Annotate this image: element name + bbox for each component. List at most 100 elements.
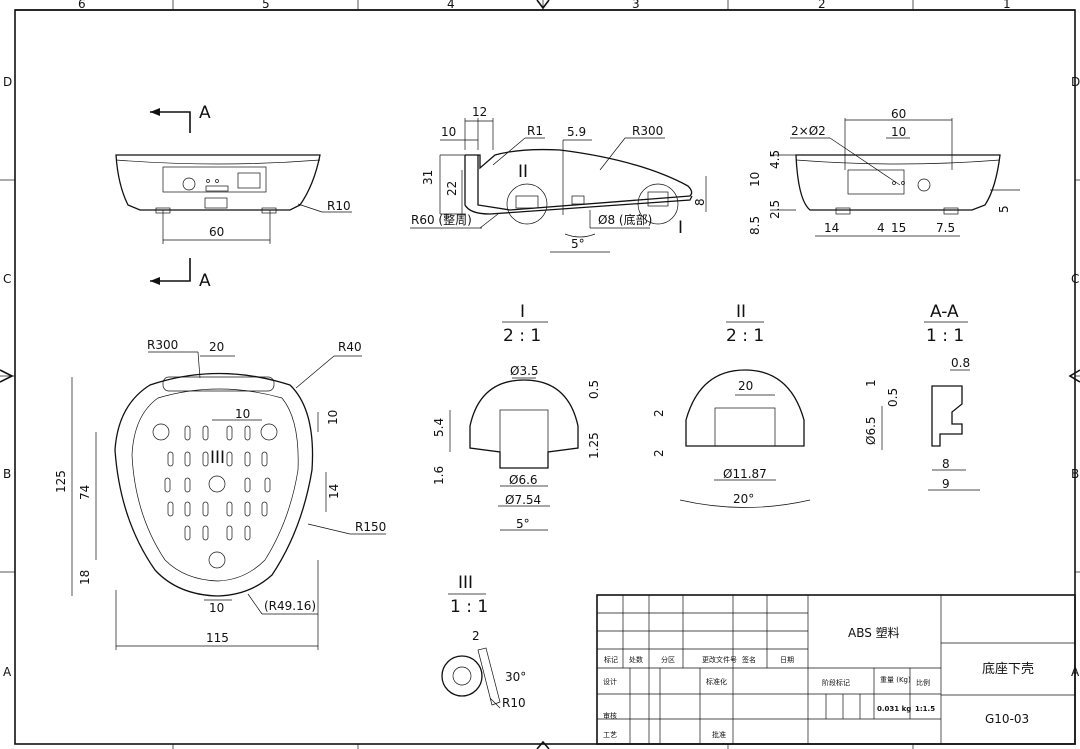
dim-text: 14 xyxy=(327,484,341,499)
scale-value: 1:1.5 xyxy=(915,705,935,713)
plan-view: R300 20 R40 10 10 125 74 III 14 R150 18 … xyxy=(54,338,386,650)
col-label: 2 xyxy=(818,0,826,11)
detail-scale: 2 : 1 xyxy=(726,326,764,346)
dim-text: R40 xyxy=(338,340,362,354)
center-mark-top xyxy=(536,0,550,10)
row-label: D xyxy=(3,75,12,89)
center-mark-bottom xyxy=(536,740,550,749)
plan-outer xyxy=(114,372,314,597)
dim-text: 15 xyxy=(891,221,906,235)
dim-text: 20° xyxy=(733,492,754,506)
tb-header: 处数 xyxy=(629,655,643,664)
col-label: 4 xyxy=(447,0,455,11)
detail-callout: II xyxy=(518,162,528,182)
dim-text: 1.6 xyxy=(432,466,446,485)
col-label: 1 xyxy=(1003,0,1011,11)
dim-text: 8 xyxy=(942,457,950,471)
dim-text: 1 xyxy=(864,379,878,387)
dim-text: 10 xyxy=(891,125,906,139)
dim-text: 2 xyxy=(472,629,480,643)
dim-text: 14 xyxy=(824,221,839,235)
detail-callout: III xyxy=(210,448,225,468)
dim-text: Ø6.5 xyxy=(864,416,878,445)
row-label: B xyxy=(3,467,11,481)
tb-header: 标记 xyxy=(604,655,618,664)
dim-text: 2.5 xyxy=(768,200,782,219)
front-view: A 60 R10 A xyxy=(115,103,352,291)
dim-text: R150 xyxy=(355,520,386,534)
material: ABS 塑料 xyxy=(848,625,900,640)
dim-text: Ø6.6 xyxy=(509,473,538,487)
detail-scale: 2 : 1 xyxy=(503,326,541,346)
dim-text: 125 xyxy=(54,470,68,493)
dim-text: 74 xyxy=(78,485,92,500)
detail-II: II 2 : 1 20 2 2 Ø11.87 20° xyxy=(652,302,811,508)
row-label: C xyxy=(3,272,11,286)
tb-row-label: 工艺 xyxy=(603,731,617,739)
dim-text: 18 xyxy=(78,570,92,585)
dim-text: 20 xyxy=(738,379,753,393)
tb-header: 分区 xyxy=(661,655,675,664)
center-mark-right xyxy=(1068,369,1080,383)
row-label: D xyxy=(1071,75,1080,89)
dim-text: 10 xyxy=(441,125,456,139)
dim-text: 5° xyxy=(516,517,530,531)
tb-header: 签名 xyxy=(742,655,756,664)
side-view: 12 10 R1 5.9 R300 31 22 II R60 (整周) Ø8 (… xyxy=(410,105,707,253)
dim-text: 0.8 xyxy=(951,356,970,370)
section-letter: A xyxy=(199,103,211,123)
detail-title: III xyxy=(458,573,473,593)
dim-text: 5.4 xyxy=(432,418,446,437)
dim-text: 1.25 xyxy=(587,432,601,459)
drawing-number: G10-03 xyxy=(985,712,1029,726)
detail-title: II xyxy=(736,302,746,322)
dim-text: 20 xyxy=(209,340,224,354)
dim-text: 10 xyxy=(748,172,762,187)
dim-text: 2 xyxy=(652,449,666,457)
dim-text: R60 (整周) xyxy=(411,212,472,227)
scale-label: 比例 xyxy=(916,678,930,687)
tb-row-label: 标准化 xyxy=(706,677,727,686)
right-body xyxy=(795,154,1001,211)
dim-text: Ø8 (底部) xyxy=(598,212,652,227)
section-arrow-top xyxy=(150,111,191,133)
section-letter: A xyxy=(199,271,211,291)
dim-text: 0.5 xyxy=(886,388,900,407)
dim-text: R10 xyxy=(502,696,526,710)
dim-text: 10 xyxy=(326,410,340,425)
dim-text: 7.5 xyxy=(936,221,955,235)
dim-text: R1 xyxy=(527,124,543,138)
col-label: 5 xyxy=(262,0,270,11)
dim-text: R10 xyxy=(327,199,351,213)
title-block: 标记 处数 分区 更改文件号 签名 日期 设计 标准化 审核 工艺 批准 ABS… xyxy=(596,594,1076,745)
dim-text: 10 xyxy=(209,601,224,615)
stage-label: 阶段标记 xyxy=(822,678,850,687)
dim-text: 10 xyxy=(235,407,250,421)
dim-text: Ø3.5 xyxy=(510,364,539,378)
dim-text: 12 xyxy=(472,105,487,119)
detail-AA-shape xyxy=(931,385,963,447)
section-arrow-bottom xyxy=(150,258,191,282)
weight-value: 0.031 kg xyxy=(877,705,911,713)
dim-text: 4.5 xyxy=(768,150,782,169)
bosses xyxy=(152,423,278,569)
row-label: B xyxy=(1071,467,1079,481)
side-body xyxy=(464,148,693,215)
detail-scale: 1 : 1 xyxy=(926,326,964,346)
dim-text: 60 xyxy=(891,107,906,121)
col-label: 6 xyxy=(78,0,86,11)
dim-text: Ø7.54 xyxy=(505,493,541,507)
dim-text: 5 xyxy=(997,205,1011,213)
dim-text: 5° xyxy=(571,237,585,251)
dim-text: (R49.16) xyxy=(264,599,316,613)
detail-title: I xyxy=(520,302,525,322)
center-mark-left xyxy=(0,369,14,383)
dim-text: R300 xyxy=(632,124,663,138)
detail-III: III 1 : 1 2 30° R10 xyxy=(441,573,526,710)
tb-row-label: 批准 xyxy=(712,730,726,739)
tb-row-label: 设计 xyxy=(603,677,617,686)
dim-text: 115 xyxy=(206,631,229,645)
right-view: 60 10 2×Ø2 4.5 10 2.5 8.5 14 4 15 7.5 5 xyxy=(748,107,1020,237)
detail-AA: A-A 1 : 1 0.8 1 0.5 Ø6.5 8 9 xyxy=(864,302,980,491)
